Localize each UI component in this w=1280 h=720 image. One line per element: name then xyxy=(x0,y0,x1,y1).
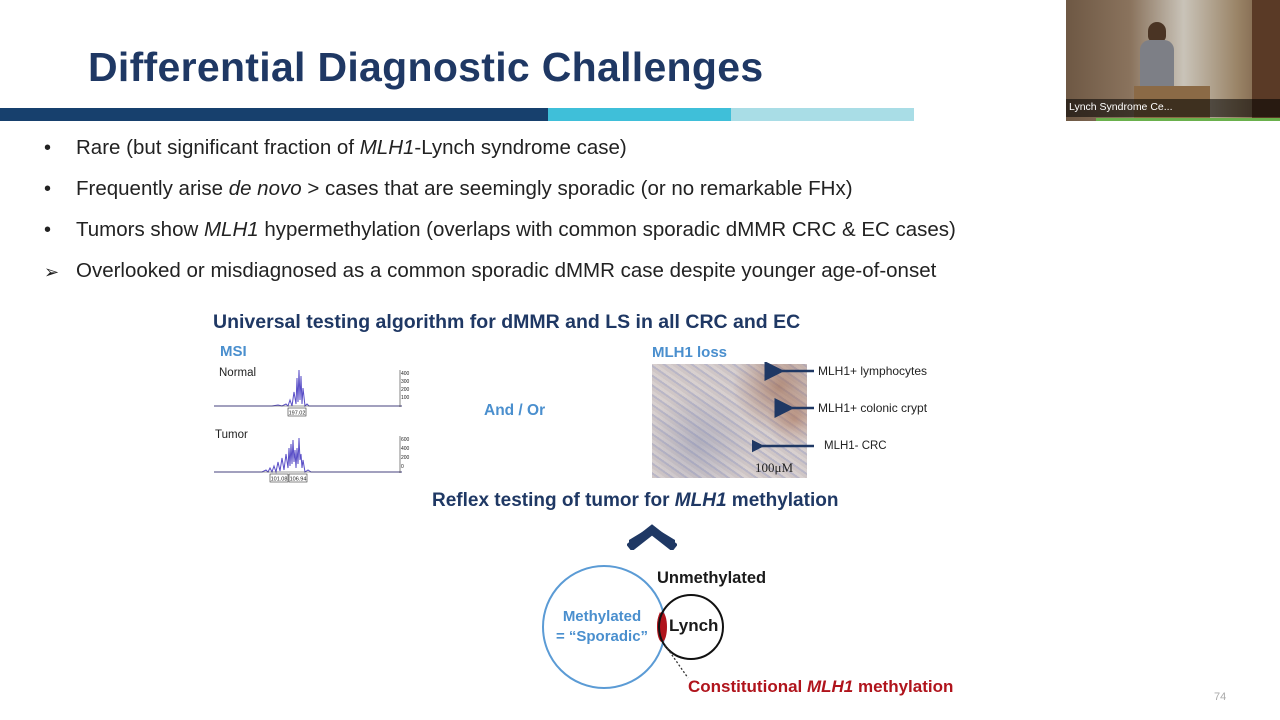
tumor-peak-tag: 106.94 xyxy=(290,477,307,483)
constitutional-suffix: methylation xyxy=(853,677,954,696)
bullet-text: Overlooked or misdiagnosed as a common s… xyxy=(76,259,937,282)
bullet-text: Rare (but significant fraction of MLH1-L… xyxy=(76,136,627,160)
normal-trace xyxy=(214,369,402,408)
bullet-text-part: Tumors show xyxy=(76,218,204,241)
methylated-line: Methylated xyxy=(562,608,642,625)
bullet-item: • Rare (but significant fraction of MLH1… xyxy=(44,134,1144,175)
title-bar-mid xyxy=(548,108,731,121)
lynch-circle xyxy=(658,594,724,660)
video-caption: Lynch Syndrome Ce... xyxy=(1069,101,1173,113)
constitutional-prefix: Constitutional xyxy=(688,677,807,696)
normal-label: Normal xyxy=(219,367,257,379)
axis-tick: 400 xyxy=(401,446,410,452)
bullet-item: • Tumors show MLH1 hypermethylation (ove… xyxy=(44,216,1144,257)
bullet-text: Frequently arise de novo > cases that ar… xyxy=(76,177,853,201)
constitutional-gene: MLH1 xyxy=(806,677,854,696)
active-speaker-indicator xyxy=(1096,118,1280,121)
tumor-peak-tag-box xyxy=(269,473,289,483)
sporadic-line: = “Sporadic” xyxy=(555,628,649,645)
caption-bar xyxy=(1066,99,1280,117)
reflex-prefix: Reflex testing of tumor for xyxy=(432,490,675,511)
mlh1-loss-label: MLH1 loss xyxy=(652,344,728,361)
and-or-label: And / Or xyxy=(484,402,546,419)
lynch-label: Lynch xyxy=(669,616,719,635)
axis-tick: 600 xyxy=(401,437,410,443)
reflex-suffix: methylation xyxy=(726,490,839,511)
tumor-trace xyxy=(214,437,402,474)
annotation-crc: MLH1- CRC xyxy=(824,440,887,452)
bullet-text-part: -Lynch syndrome case) xyxy=(414,136,627,159)
bullet-marker: • xyxy=(44,178,52,200)
tumor-peak-tag-box xyxy=(288,473,308,483)
bullet-text-part: Frequently arise xyxy=(76,177,229,200)
dotted-pointer xyxy=(664,644,689,679)
annotation-arrows xyxy=(752,362,814,456)
tumor-label: Tumor xyxy=(215,429,248,441)
bullet-marker: • xyxy=(44,137,52,159)
unmethylated-label: Unmethylated xyxy=(657,569,767,587)
chevron-up-icon xyxy=(627,524,677,550)
annotation-crypt: MLH1+ colonic crypt xyxy=(818,401,928,415)
axis-tick: 400 xyxy=(401,371,410,377)
slide-title: Differential Diagnostic Challenges xyxy=(88,44,764,90)
bullet-text-italic: MLH1 xyxy=(203,218,259,241)
bullet-text-part: hypermethylation (overlaps with common s… xyxy=(258,218,956,241)
algorithm-heading: Universal testing algorithm for dMMR and… xyxy=(213,311,801,333)
bullet-marker: • xyxy=(44,219,52,241)
methylated-label: Methylated = “Sporadic” xyxy=(549,606,655,648)
annotation-lymphocytes: MLH1+ lymphocytes xyxy=(818,364,928,378)
methylation-venn-diagram xyxy=(542,565,724,689)
axis-tick: 200 xyxy=(401,387,410,393)
bullet-list: • Rare (but significant fraction of MLH1… xyxy=(44,134,1144,298)
speaker-body xyxy=(1140,40,1174,90)
tumor-peak-tag: 101.08 xyxy=(271,477,288,483)
arrow-bullet-marker: ➢ xyxy=(44,262,60,282)
msi-label: MSI xyxy=(220,343,247,360)
title-bar-light xyxy=(731,108,914,121)
normal-peak-tag: 197.02 xyxy=(289,411,306,417)
bullet-text: Tumors show MLH1 hypermethylation (overl… xyxy=(76,218,956,242)
bullet-text-italic: MLH1 xyxy=(359,136,415,159)
bullet-text-part: > cases that are seemingly sporadic (or … xyxy=(301,177,853,200)
axis-tick: 300 xyxy=(401,379,410,385)
speaker-video-thumbnail[interactable]: Lynch Syndrome Ce... xyxy=(1066,0,1280,121)
axis-tick: 200 xyxy=(401,455,410,461)
bullet-text-italic: de novo xyxy=(228,177,302,200)
bullet-text-part: Rare (but significant fraction of xyxy=(76,136,360,159)
constitutional-methylation-label: Constitutional MLH1 methylation xyxy=(688,677,953,697)
speaker-head xyxy=(1148,22,1166,42)
axis-tick: 100 xyxy=(401,395,410,401)
scale-bar-label: 100μM xyxy=(754,460,793,475)
normal-peak-tag-box xyxy=(287,407,307,417)
reflex-gene: MLH1 xyxy=(674,490,727,511)
ihc-histology-image: 100μM xyxy=(652,364,807,478)
msi-electropherogram: 197.02 400 300 200 100 101.08 106.94 600… xyxy=(214,369,410,483)
bullet-item: ➢ Overlooked or misdiagnosed as a common… xyxy=(44,257,1144,298)
page-number: 74 xyxy=(1214,691,1227,703)
axis-tick: 0 xyxy=(401,464,404,470)
bullet-item: • Frequently arise de novo > cases that … xyxy=(44,175,1144,216)
title-bar-dark xyxy=(0,108,548,121)
reflex-testing-heading: Reflex testing of tumor for MLH1 methyla… xyxy=(432,490,838,512)
